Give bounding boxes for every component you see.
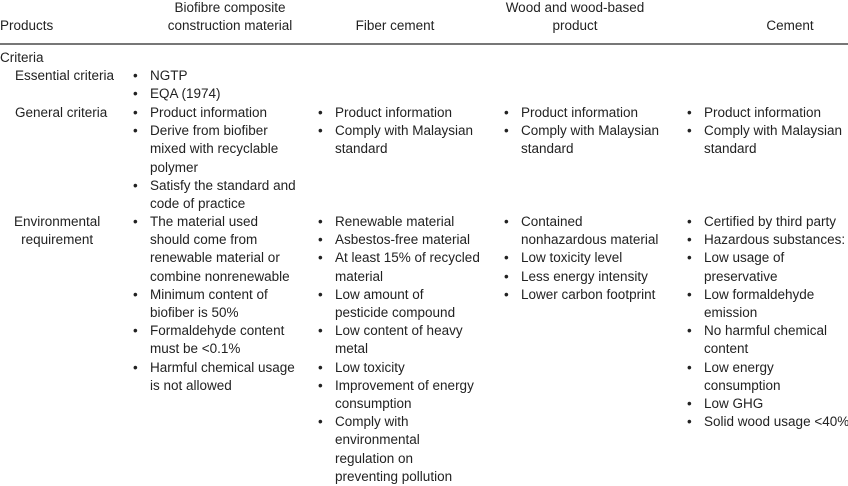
list-item: Product information [684, 104, 848, 122]
criteria-list: Certified by third partyHazardous substa… [684, 213, 848, 432]
list-item: Comply with Malaysian standard [501, 122, 676, 158]
list-item: Satisfy the standard and code of practic… [130, 177, 305, 213]
list-item: No harmful chemical content [684, 322, 848, 358]
list-item: Harmful chemical usage is not allowed [130, 359, 305, 395]
criteria-list: The material used should come from renew… [130, 213, 305, 395]
list-item: Low content of heavy metal [315, 322, 490, 358]
list-item: Renewable material [315, 213, 490, 231]
list-item: Comply with environmental regulation on … [315, 413, 490, 486]
list-item: Low formaldehyde emission [684, 286, 848, 322]
list-item: Low toxicity [315, 359, 490, 377]
list-item: The material used should come from renew… [130, 213, 305, 286]
list-item: Solid wood usage <40% [684, 413, 848, 431]
list-item: Asbestos-free material [315, 231, 490, 249]
criteria-label: Criteria [0, 50, 44, 65]
header-wood: Wood and wood-based product [505, 0, 645, 33]
criteria-list: Product informationComply with Malaysian… [684, 104, 848, 159]
row-label: Environmental requirement [14, 214, 101, 248]
list-item: Improvement of energy consumption [315, 377, 490, 413]
header-rule [0, 43, 848, 45]
criteria-list: Renewable materialAsbestos-free material… [315, 213, 490, 486]
criteria-list: Product informationComply with Malaysian… [315, 104, 490, 159]
header-biofibre: Biofibre composite construction material [167, 0, 293, 33]
list-item: Low amount of pesticide compound [315, 286, 490, 322]
criteria-list: Contained nonhazardous materialLow toxic… [501, 213, 676, 304]
criteria-list: Product informationComply with Malaysian… [501, 104, 676, 159]
list-item: Low energy consumption [684, 359, 848, 395]
row-label: General criteria [15, 105, 108, 120]
list-item: At least 15% of recycled material [315, 249, 490, 285]
row-label: Essential criteria [15, 68, 115, 83]
list-item: Less energy intensity [501, 268, 676, 286]
list-item: Contained nonhazardous material [501, 213, 676, 249]
header-fiber-cement: Fiber cement [355, 18, 435, 33]
criteria-list: NGTPEQA (1974) [130, 67, 305, 104]
list-item: Derive from biofiber mixed with recyclab… [130, 122, 305, 177]
list-item: Lower carbon footprint [501, 286, 676, 304]
list-item: Low GHG [684, 395, 848, 413]
list-item: Comply with Malaysian standard [315, 122, 490, 158]
list-item: Low usage of preservative [684, 249, 848, 285]
list-item: Product information [501, 104, 676, 122]
list-item: EQA (1974) [130, 85, 305, 103]
criteria-list: Product informationDerive from biofiber … [130, 104, 305, 213]
list-item: Formaldehyde content must be <0.1% [130, 322, 305, 358]
list-item: Certified by third party [684, 213, 848, 231]
list-item: NGTP [130, 67, 305, 85]
list-item: Product information [315, 104, 490, 122]
list-item: Minimum content of biofiber is 50% [130, 286, 305, 322]
header-cement: Cement [766, 18, 814, 33]
header-products: Products [0, 18, 54, 33]
list-item: Product information [130, 104, 305, 122]
list-item: Low toxicity level [501, 249, 676, 267]
list-item: Comply with Malaysian standard [684, 122, 848, 158]
list-item: Hazardous substances: [684, 231, 848, 249]
